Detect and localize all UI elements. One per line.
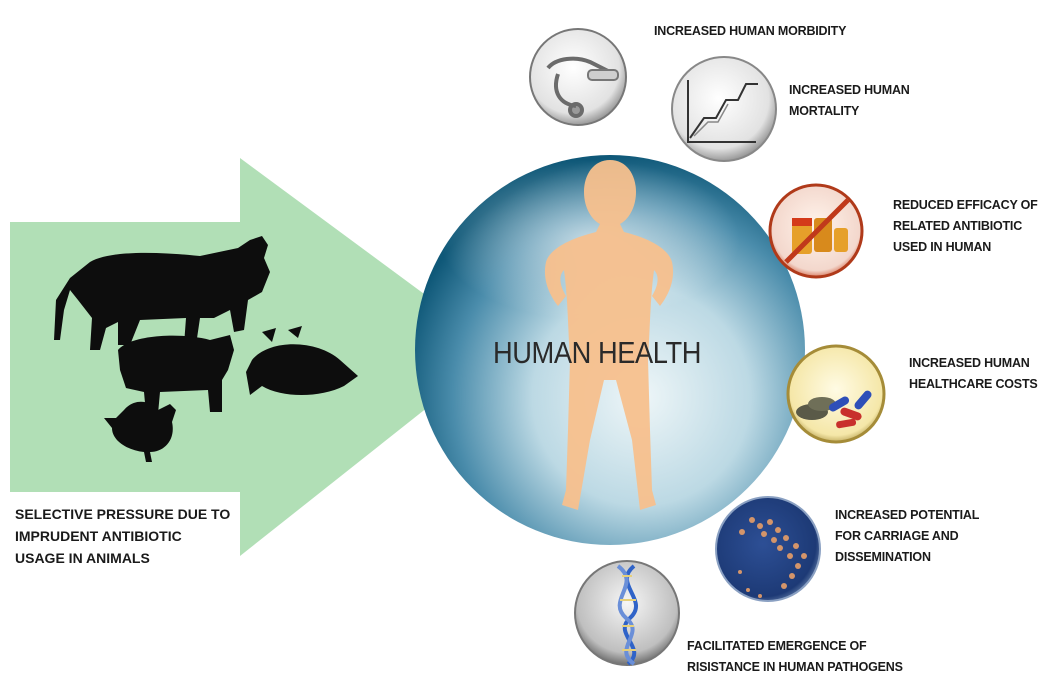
selective-pressure-caption: SELECTIVE PRESSURE DUE TO IMPRUDENT ANTI…: [15, 506, 231, 566]
human-health-title: HUMAN HEALTH: [493, 335, 701, 370]
bacteria-icon: [738, 517, 807, 598]
outcome-label-costs: INCREASED HUMAN HEALTHCARE COSTS: [909, 356, 1038, 391]
dna-icon: [616, 564, 638, 666]
outcome-label-efficacy: REDUCED EFFICACY OF RELATED ANTIBIOTIC U…: [893, 198, 1038, 254]
capsules-coins-icon: [796, 390, 872, 429]
line-chart-icon: [687, 80, 758, 143]
outcome-label-mortality: INCREASED HUMAN MORTALITY: [789, 83, 910, 118]
dissemination-circle: [715, 496, 821, 602]
outcome-label-morbidity: INCREASED HUMAN MORBIDITY: [654, 24, 847, 38]
morbidity-circle: [529, 28, 627, 126]
outcome-label-resistance: FACILITATED EMERGENCE OF RISISTANCE IN H…: [687, 639, 903, 674]
stethoscope-icon: [546, 56, 619, 118]
mortality-circle: [671, 56, 777, 162]
costs-circle: [786, 344, 886, 444]
outcome-label-dissemination: INCREASED POTENTIAL FOR CARRIAGE AND DIS…: [835, 508, 980, 564]
efficacy-circle: [768, 183, 864, 279]
crossed-pills-icon: [784, 198, 850, 264]
human-figure-icon: [544, 160, 674, 510]
resistance-circle: [574, 560, 680, 666]
livestock-silhouette-icon: [54, 236, 358, 462]
